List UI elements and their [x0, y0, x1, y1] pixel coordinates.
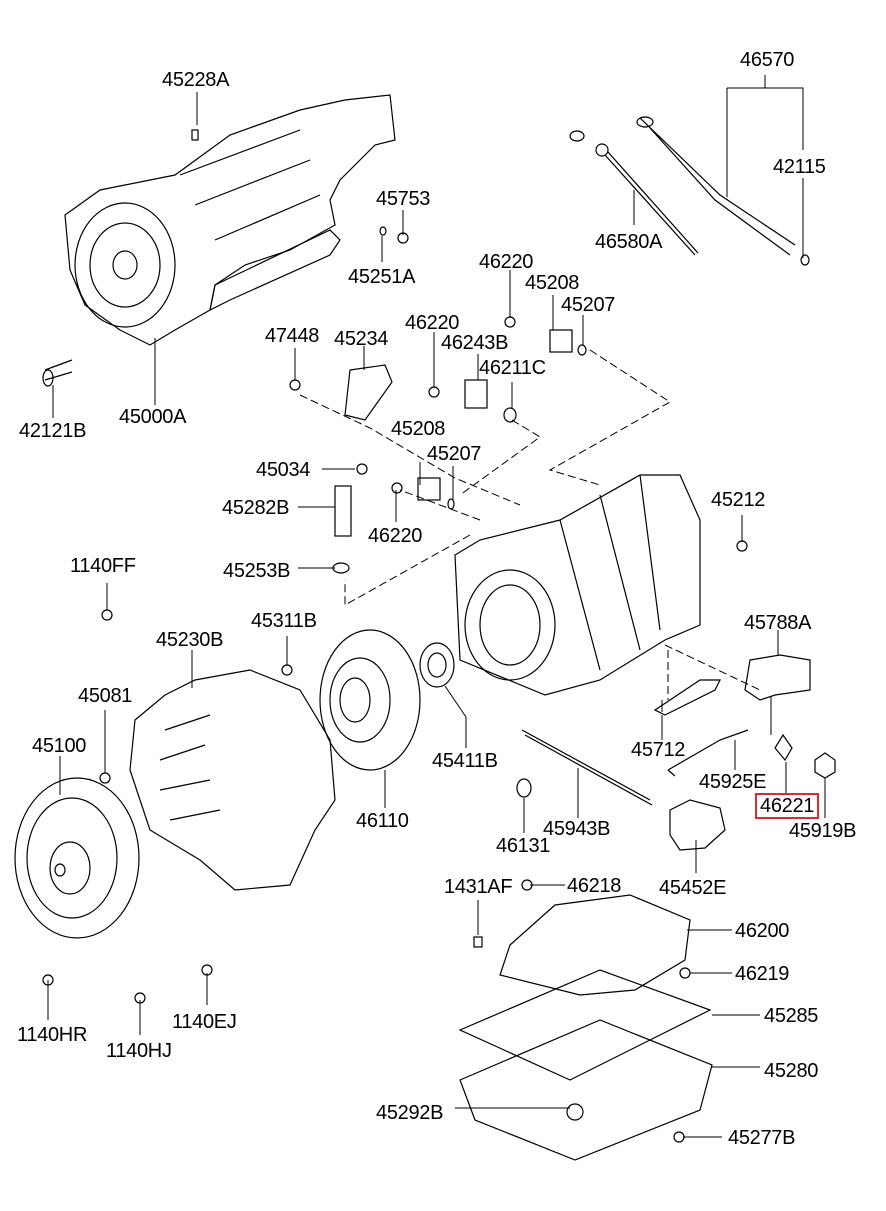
- valve-body: [499, 894, 691, 996]
- part-label-45311b[interactable]: 45311B: [251, 610, 317, 632]
- part-label-1140hr[interactable]: 1140HR: [17, 1024, 88, 1046]
- part-label-45081[interactable]: 45081: [78, 685, 133, 707]
- part-label-42121b[interactable]: 42121B: [19, 420, 87, 442]
- part-label-46211c[interactable]: 46211C: [479, 357, 546, 379]
- part-label-46243b[interactable]: 46243B: [441, 332, 509, 354]
- part-label-46221-highlighted[interactable]: 46221: [755, 793, 820, 819]
- part-label-45925e[interactable]: 45925E: [699, 771, 767, 793]
- part-label-45253b[interactable]: 45253B: [223, 560, 291, 582]
- part-label-45943b[interactable]: 45943B: [543, 818, 611, 840]
- part-label-1140hj[interactable]: 1140HJ: [106, 1040, 172, 1062]
- part-label-46110[interactable]: 46110: [356, 810, 409, 832]
- torque-converter: [14, 777, 140, 939]
- part-label-42115[interactable]: 42115: [773, 156, 826, 178]
- oil-pan: [459, 1019, 713, 1161]
- part-label-45207-top[interactable]: 45207: [561, 294, 616, 316]
- part-label-46219[interactable]: 46219: [735, 963, 790, 985]
- part-label-45292b[interactable]: 45292B: [376, 1102, 444, 1124]
- part-label-45280[interactable]: 45280: [764, 1060, 819, 1082]
- part-label-45208-mid[interactable]: 45208: [391, 418, 446, 440]
- part-label-45212[interactable]: 45212: [711, 489, 766, 511]
- part-label-45282b[interactable]: 45282B: [222, 497, 290, 519]
- part-label-45208-top[interactable]: 45208: [525, 272, 580, 294]
- oil-pump: [319, 629, 421, 771]
- part-label-45285[interactable]: 45285: [764, 1005, 819, 1027]
- part-label-46570[interactable]: 46570: [740, 49, 795, 71]
- part-label-45277b[interactable]: 45277B: [728, 1127, 796, 1149]
- part-label-46580a[interactable]: 46580A: [595, 231, 663, 253]
- part-label-46131[interactable]: 46131: [496, 835, 551, 857]
- part-label-45228a[interactable]: 45228A: [162, 69, 230, 91]
- part-label-45712[interactable]: 45712: [631, 739, 686, 761]
- part-label-47448[interactable]: 47448: [265, 325, 320, 347]
- part-label-46220-mid[interactable]: 46220: [405, 312, 460, 334]
- filler-tube: [636, 116, 810, 266]
- transmission-assembly: [64, 94, 396, 346]
- dipstick: [569, 130, 699, 256]
- part-label-45411b[interactable]: 45411B: [432, 750, 498, 772]
- part-label-1431af[interactable]: 1431AF: [444, 876, 513, 898]
- part-label-45234[interactable]: 45234: [334, 328, 389, 350]
- gasket: [458, 969, 712, 1081]
- part-label-45207-mid[interactable]: 45207: [427, 443, 482, 465]
- part-label-46218[interactable]: 46218: [567, 875, 622, 897]
- part-label-45100[interactable]: 45100: [32, 735, 87, 757]
- part-label-45788a[interactable]: 45788A: [744, 612, 812, 634]
- part-label-45753[interactable]: 45753: [376, 188, 431, 210]
- part-label-46220-low[interactable]: 46220: [368, 525, 423, 547]
- part-label-45251a[interactable]: 45251A: [348, 266, 416, 288]
- part-label-45034[interactable]: 45034: [256, 459, 311, 481]
- part-label-1140ej[interactable]: 1140EJ: [172, 1011, 237, 1033]
- part-label-46220-top[interactable]: 46220: [479, 251, 534, 273]
- transmission-case: [454, 474, 701, 696]
- part-label-45000a[interactable]: 45000A: [119, 406, 187, 428]
- part-label-1140ff[interactable]: 1140FF: [70, 555, 136, 577]
- part-label-45230b[interactable]: 45230B: [156, 629, 224, 651]
- converter-housing: [129, 669, 336, 891]
- part-label-45919b[interactable]: 45919B: [789, 820, 857, 842]
- part-label-45452e[interactable]: 45452E: [659, 877, 727, 899]
- part-label-46200[interactable]: 46200: [735, 920, 790, 942]
